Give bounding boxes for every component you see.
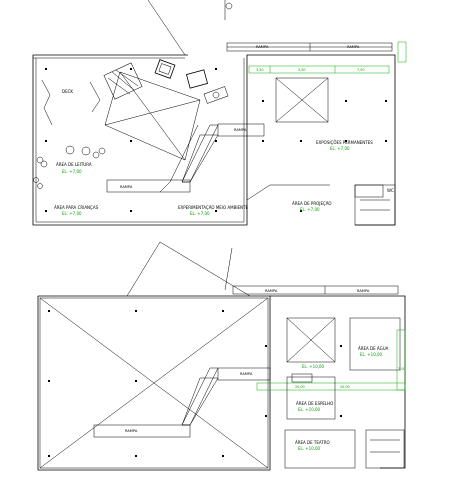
bottom-ramp-label-4: RAMPA bbox=[125, 429, 138, 433]
bottom-dim-2: 20,00 bbox=[340, 385, 350, 389]
water-area-room bbox=[349, 317, 401, 371]
bottom-zigzag-ramp: RAMPA RAMPA bbox=[93, 367, 271, 438]
top-plan: RAMPA RAMPA 3,50 3,50 7,50 bbox=[32, 0, 407, 226]
bottom-ramp-label-3: RAMPA bbox=[240, 372, 253, 376]
mirror-area-elevation: EL. +10,00 bbox=[298, 407, 321, 412]
center-elevation: EL. +10,00 bbox=[302, 364, 325, 369]
bottom-plan: RAMPA RAMPA RAMPA RAMPA ÁREA DE ÁGUA EL.… bbox=[37, 241, 406, 471]
top-exhibit-void bbox=[275, 77, 329, 123]
bottom-wc-block bbox=[365, 429, 405, 469]
spiral-stair bbox=[103, 62, 143, 100]
water-area-elevation: EL. +10,00 bbox=[360, 352, 383, 357]
bottom-ramp-strip bbox=[232, 285, 399, 295]
wc-label: WC bbox=[387, 188, 394, 193]
deck-label: DECK bbox=[62, 89, 73, 94]
wc-block bbox=[354, 184, 384, 198]
top-ramp-label-4: RAMPA bbox=[120, 185, 133, 189]
top-dim-3: 7,50 bbox=[357, 68, 365, 72]
bottom-ramp-label-1: RAMPA bbox=[265, 289, 278, 293]
bottom-ramp-label-2: RAMPA bbox=[357, 289, 370, 293]
sofa-top bbox=[154, 59, 176, 79]
mirror-area-room bbox=[286, 376, 336, 420]
top-columns bbox=[45, 68, 387, 212]
top-dim-1: 3,50 bbox=[256, 68, 264, 72]
bottom-roof-diagonal-2 bbox=[39, 297, 269, 469]
bottom-void bbox=[286, 317, 336, 363]
projection-area-label: ÁREA DE PROJEÇÃO bbox=[292, 201, 332, 206]
bottom-dim-3: 3,00 bbox=[398, 367, 406, 371]
theatre-area-label: ÁREA DE TEATRO bbox=[295, 440, 330, 445]
water-area-label: ÁREA DE ÁGUA bbox=[358, 346, 389, 351]
reading-tables bbox=[33, 145, 106, 189]
top-ramp-label-3: RAMPA bbox=[234, 128, 247, 132]
projection-area-elevation: EL. +7,00 bbox=[300, 207, 320, 212]
bottom-columns bbox=[48, 310, 342, 457]
theatre-area-elevation: EL. +10,00 bbox=[298, 446, 321, 451]
permanent-exhibits-label: EXPOSIÇÕES PERMANENTES bbox=[316, 140, 373, 145]
top-dim-2: 3,50 bbox=[298, 68, 306, 72]
permanent-exhibits-elevation: EL. +7,00 bbox=[330, 146, 350, 151]
reading-area-label: ÁREA DE LEITURA bbox=[56, 162, 92, 167]
children-area-elevation: EL. +7,00 bbox=[62, 211, 82, 216]
bottom-dim-1: 20,00 bbox=[295, 385, 305, 389]
theatre-area-room bbox=[284, 429, 356, 469]
reading-area-elevation: EL. +7,00 bbox=[62, 169, 82, 174]
bottom-plan-outer-wall bbox=[37, 295, 271, 471]
mirror-area-label: ÁREA DE ESPELHO bbox=[296, 401, 333, 406]
top-zigzag-ramp: RAMPA RAMPA bbox=[106, 123, 265, 193]
experiment-label: EXPERIMENTAÇÃO MEIO AMBIENTE bbox=[178, 205, 248, 210]
experiment-elevation: EL. +7,00 bbox=[190, 211, 210, 216]
children-area-label: ÁREA PARA CRIANÇAS bbox=[54, 205, 99, 210]
top-ramp-label-2: RAMPA bbox=[347, 45, 360, 49]
top-ramp-label-1: RAMPA bbox=[256, 45, 269, 49]
table-top bbox=[186, 69, 208, 89]
